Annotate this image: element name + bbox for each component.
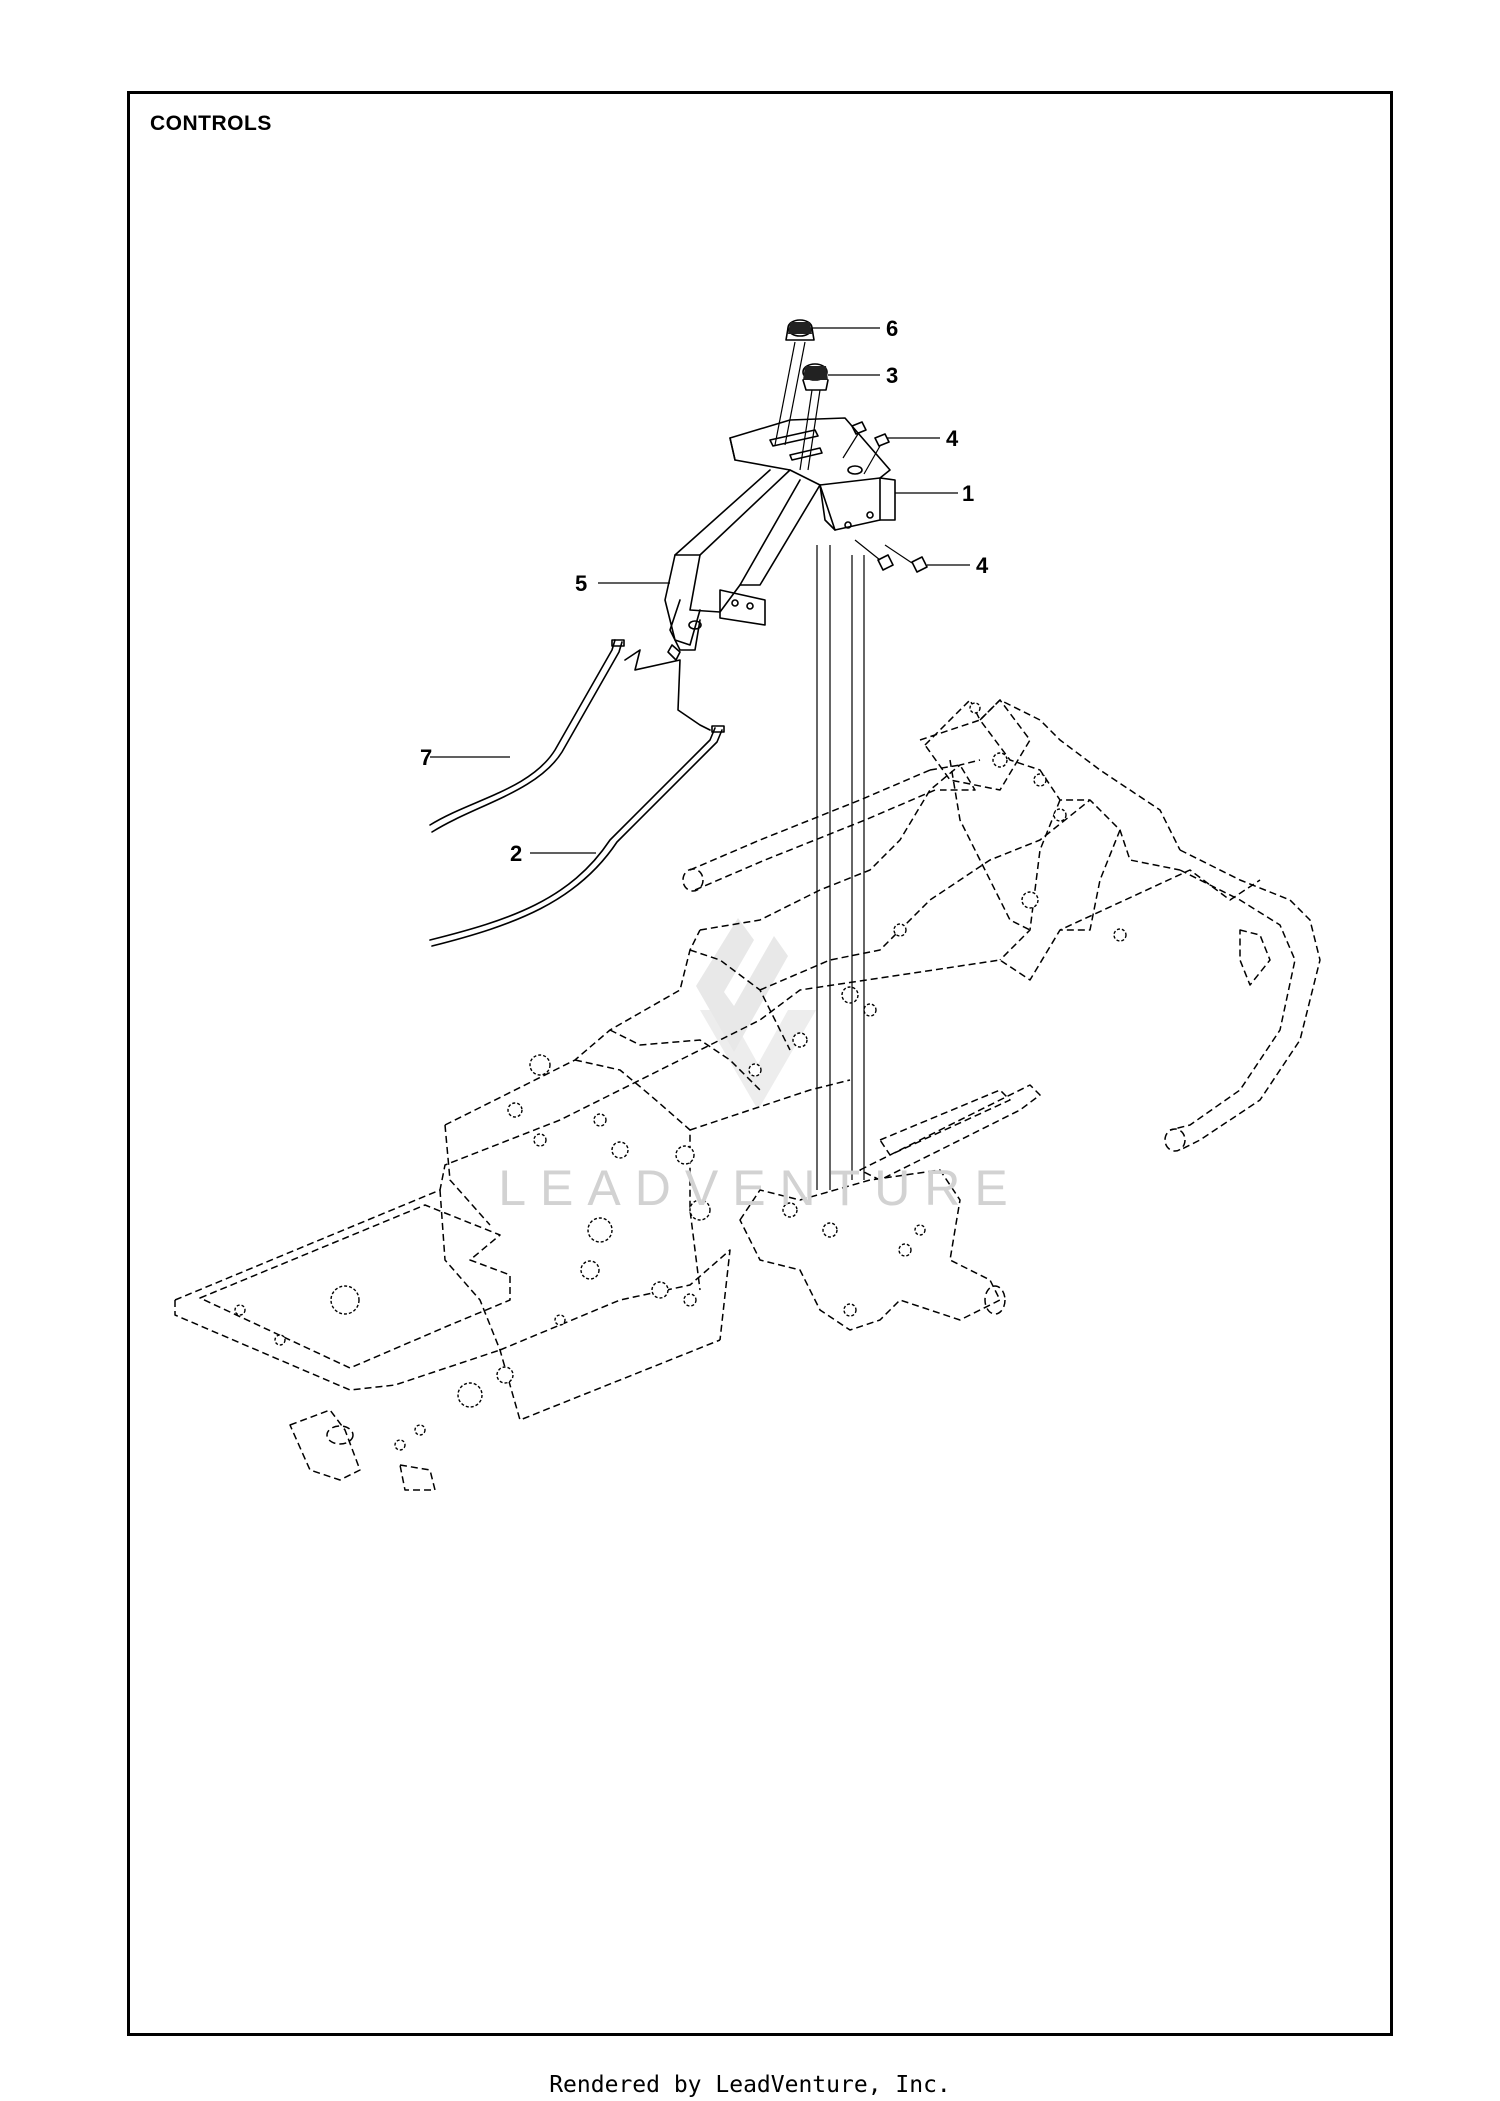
diagram-title: CONTROLS <box>150 112 272 135</box>
callout-4-top: 4 <box>946 426 959 451</box>
cable-break-outline <box>624 649 711 731</box>
callout-3: 3 <box>886 363 898 388</box>
callout-6: 6 <box>886 316 898 341</box>
callout-5: 5 <box>575 571 587 596</box>
watermark-text: LEADVENTURE <box>498 1160 1022 1216</box>
knob-6 <box>774 319 880 446</box>
diagram-frame <box>127 91 1393 2036</box>
control-bracket <box>664 417 896 661</box>
assembly-lines <box>816 545 865 1190</box>
callout-1: 1 <box>962 481 974 506</box>
chassis-frame <box>174 699 1321 1491</box>
footer-credit: Rendered by LeadVenture, Inc. <box>549 2072 951 2098</box>
knob-3 <box>799 363 880 471</box>
watermark-logo <box>696 918 816 1110</box>
callout-2: 2 <box>510 841 522 866</box>
callout-7: 7 <box>420 745 432 770</box>
fasteners-4 <box>842 421 970 573</box>
callout-4-bottom: 4 <box>976 553 989 578</box>
cable-2 <box>429 725 725 947</box>
cable-7 <box>429 639 625 833</box>
